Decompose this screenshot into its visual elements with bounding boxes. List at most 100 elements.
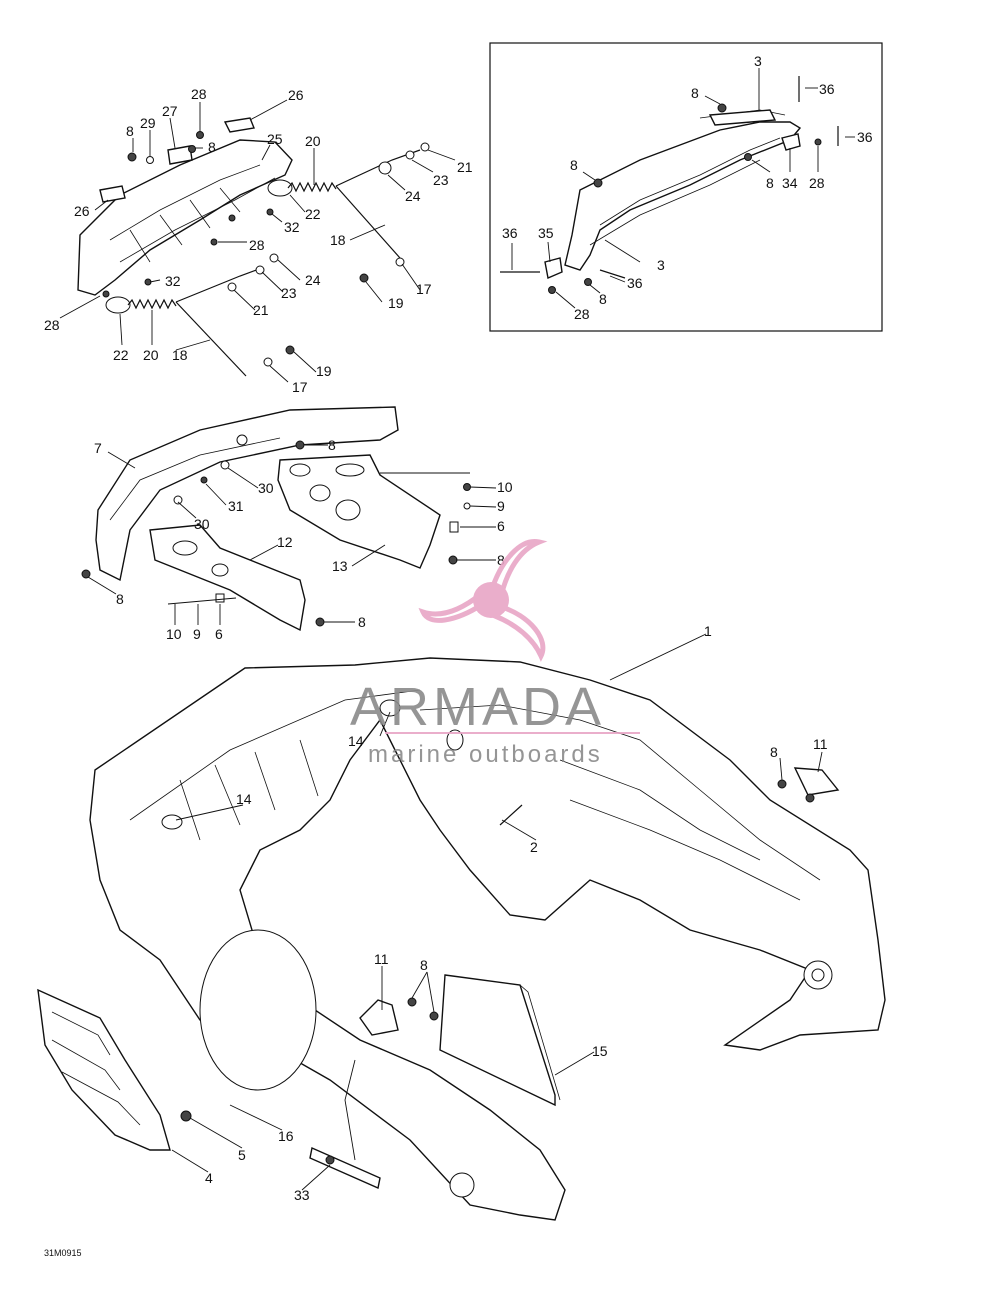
callout-7: 7 bbox=[94, 440, 102, 456]
nut-icon bbox=[463, 483, 471, 491]
callout-24: 24 bbox=[405, 188, 421, 204]
callout-22: 22 bbox=[305, 206, 321, 222]
bolt-icon bbox=[200, 476, 208, 484]
side-panel-part-4 bbox=[37, 988, 171, 1151]
callout-30: 30 bbox=[258, 480, 274, 496]
callout-2: 2 bbox=[530, 839, 538, 855]
watermark-tagline: marine outboards bbox=[368, 741, 603, 768]
grommet-part-14 bbox=[379, 699, 401, 717]
callout-19: 19 bbox=[388, 295, 404, 311]
callout-28: 28 bbox=[574, 306, 590, 322]
callout-33: 33 bbox=[294, 1187, 310, 1203]
bolt-icon bbox=[359, 273, 369, 283]
callout-18: 18 bbox=[172, 347, 188, 363]
cable-part-18 bbox=[175, 267, 263, 303]
callout-20: 20 bbox=[305, 133, 321, 149]
callout-9: 9 bbox=[193, 626, 201, 642]
bracket-part-11 bbox=[359, 999, 399, 1036]
rear-support-assembly: 7 8 30 31 30 10 9 6 8 13 12 8 10 9 6 8 bbox=[81, 406, 513, 642]
callout-18: 18 bbox=[330, 232, 346, 248]
callout-8: 8 bbox=[126, 123, 134, 139]
ring-part-22 bbox=[105, 296, 131, 314]
callout-23: 23 bbox=[433, 172, 449, 188]
spacer-part-30 bbox=[236, 434, 248, 446]
callout-25: 25 bbox=[267, 131, 283, 147]
callout-8: 8 bbox=[208, 139, 216, 155]
callout-8: 8 bbox=[420, 957, 428, 973]
opening-part-16 bbox=[199, 929, 317, 1091]
callout-29: 29 bbox=[140, 115, 156, 131]
bracket-part-26 bbox=[99, 185, 126, 203]
inset-detail: 3 8 36 36 8 8 34 28 3 36 35 36 8 28 bbox=[489, 42, 883, 332]
nut-icon bbox=[584, 278, 592, 286]
bracket-part-27 bbox=[167, 145, 193, 165]
spacer-part-30 bbox=[173, 495, 183, 505]
callout-1: 1 bbox=[704, 623, 712, 639]
callout-11: 11 bbox=[813, 736, 828, 752]
callout-8: 8 bbox=[691, 85, 699, 101]
plate-part-33 bbox=[309, 1147, 381, 1189]
callout-6: 6 bbox=[215, 626, 223, 642]
bolt-part-6 bbox=[449, 521, 459, 533]
callout-8: 8 bbox=[328, 437, 336, 453]
callout-8: 8 bbox=[116, 591, 124, 607]
callout-36: 36 bbox=[857, 129, 873, 145]
callout-15: 15 bbox=[592, 1043, 608, 1059]
nut-icon bbox=[744, 153, 752, 161]
nut-icon bbox=[81, 569, 91, 579]
washer-part-24 bbox=[378, 161, 392, 175]
main-frame-assembly: 1 2 8 11 14 14 11 8 15 16 5 4 33 bbox=[37, 623, 886, 1221]
nut-icon bbox=[295, 440, 305, 450]
nut-icon bbox=[127, 152, 137, 162]
callout-16: 16 bbox=[278, 1128, 294, 1144]
nut-icon bbox=[593, 178, 603, 188]
callout-17: 17 bbox=[292, 379, 308, 395]
callout-9: 9 bbox=[497, 498, 505, 514]
callout-5: 5 bbox=[238, 1147, 246, 1163]
inset-plate-part bbox=[544, 257, 563, 279]
callout-36: 36 bbox=[502, 225, 518, 241]
grommet-part-5 bbox=[180, 1110, 192, 1122]
nut-icon bbox=[315, 617, 325, 627]
nut-icon bbox=[814, 138, 822, 146]
bolt-icon bbox=[210, 238, 218, 246]
callout-8: 8 bbox=[570, 157, 578, 173]
nut-icon bbox=[325, 1155, 335, 1165]
nut-icon bbox=[188, 145, 196, 153]
spring-icon bbox=[127, 298, 177, 310]
bolt-icon bbox=[285, 345, 295, 355]
callout-13: 13 bbox=[332, 558, 348, 574]
callout-14: 14 bbox=[236, 791, 252, 807]
callout-32: 32 bbox=[165, 273, 181, 289]
callout-8: 8 bbox=[497, 552, 505, 568]
bolt-icon bbox=[266, 208, 274, 216]
nut-icon bbox=[548, 286, 556, 294]
callout-10: 10 bbox=[497, 479, 513, 495]
callout-34: 34 bbox=[782, 175, 798, 191]
callout-32: 32 bbox=[284, 219, 300, 235]
callout-30: 30 bbox=[194, 516, 210, 532]
callout-19: 19 bbox=[316, 363, 332, 379]
nut-icon bbox=[407, 997, 417, 1007]
inset-bracket-part bbox=[708, 109, 777, 126]
nut-icon bbox=[777, 779, 787, 789]
callout-28: 28 bbox=[44, 317, 60, 333]
callout-36: 36 bbox=[819, 81, 835, 97]
bolt-icon bbox=[102, 290, 110, 298]
washer-part-9 bbox=[463, 502, 471, 510]
callout-35: 35 bbox=[538, 225, 554, 241]
bolt-icon bbox=[228, 214, 236, 222]
callout-8: 8 bbox=[599, 291, 607, 307]
callout-22: 22 bbox=[113, 347, 129, 363]
callout-14: 14 bbox=[348, 733, 364, 749]
drawing-code: 31M0915 bbox=[44, 1248, 82, 1258]
grommet-part-14 bbox=[161, 814, 183, 830]
callout-24: 24 bbox=[305, 272, 321, 288]
inset-clip-part bbox=[781, 133, 801, 151]
bolt-icon bbox=[196, 131, 204, 139]
spacer-part-30 bbox=[220, 460, 230, 470]
nut-icon bbox=[717, 103, 727, 113]
callout-8: 8 bbox=[770, 744, 778, 760]
inset-bumper-part bbox=[564, 121, 802, 271]
